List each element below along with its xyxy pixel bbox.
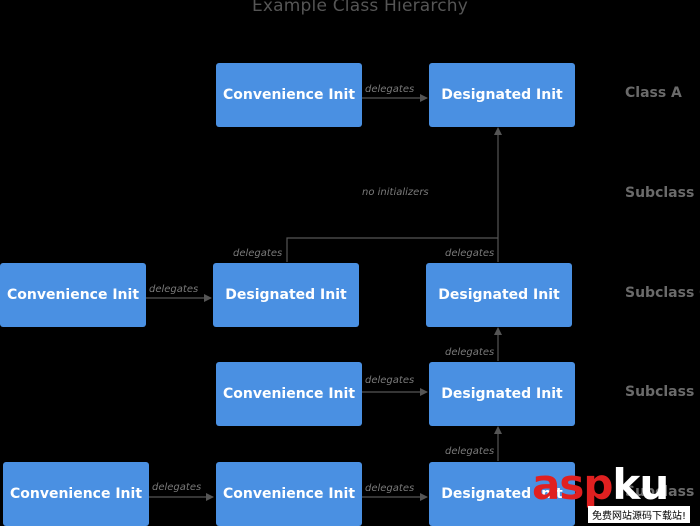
class-label-a: Class A	[625, 85, 682, 101]
subclass-e-convenience-init-2: Convenience Init	[216, 462, 362, 526]
subclass-d-convenience-init: Convenience Init	[216, 362, 362, 426]
class-a-designated-init: Designated Init	[429, 63, 575, 127]
subclass-c-designated-init-1: Designated Init	[213, 263, 359, 327]
class-a-convenience-init: Convenience Init	[216, 63, 362, 127]
edge-label-c-conv-delegates: delegates	[149, 284, 199, 295]
diagram-title: Example Class Hierarchy	[251, 0, 469, 16]
watermark-logo: aspku	[532, 460, 669, 509]
subclass-e-designated-init: Designated Init	[429, 462, 575, 526]
subclass-c-convenience-init: Convenience Init	[0, 263, 146, 327]
arrow-c-des1-bracket	[286, 237, 498, 262]
subclass-c-designated-init-2: Designated Init	[426, 263, 572, 327]
class-label-b: Subclass B	[625, 185, 700, 201]
watermark-ku: ku	[612, 460, 669, 509]
class-label-e: Subclass E	[625, 484, 700, 500]
watermark-site-text: 免费网站源码下载站!	[588, 506, 691, 523]
class-label-d: Subclass D	[625, 384, 700, 400]
edge-label-c-des1-delegates: delegates	[233, 248, 283, 259]
edge-label-no-initializers: no initializers	[362, 187, 429, 198]
edge-label-e-conv2-delegates: delegates	[365, 483, 415, 494]
edge-label-e-conv1-delegates: delegates	[152, 482, 202, 493]
watermark-asp: asp	[532, 460, 613, 509]
edge-label-a-delegates: delegates	[365, 84, 415, 95]
edge-label-d-delegates: delegates	[365, 375, 415, 386]
edge-label-d-up-delegates: delegates	[445, 347, 495, 358]
subclass-d-designated-init: Designated Init	[429, 362, 575, 426]
edge-label-c-des2-delegates: delegates	[445, 248, 495, 259]
class-label-c: Subclass C	[625, 285, 700, 301]
watermark: aspku 免费网站源码下载站!	[532, 462, 700, 525]
edge-label-e-up-delegates: delegates	[445, 446, 495, 457]
subclass-e-convenience-init-1: Convenience Init	[3, 462, 149, 526]
